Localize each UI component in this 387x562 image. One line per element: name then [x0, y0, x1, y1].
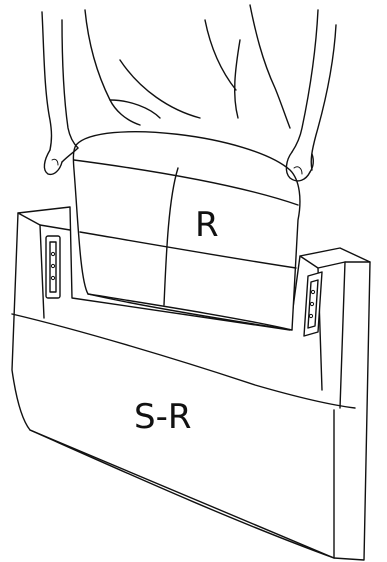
- back-cushion: [73, 132, 300, 330]
- left-bracket: [46, 236, 60, 298]
- person-torso: [85, 5, 290, 128]
- seat-base-label: S-R: [134, 397, 191, 437]
- left-arm: [42, 12, 78, 174]
- back-cushion-label: R: [195, 205, 219, 245]
- right-arm: [286, 10, 336, 181]
